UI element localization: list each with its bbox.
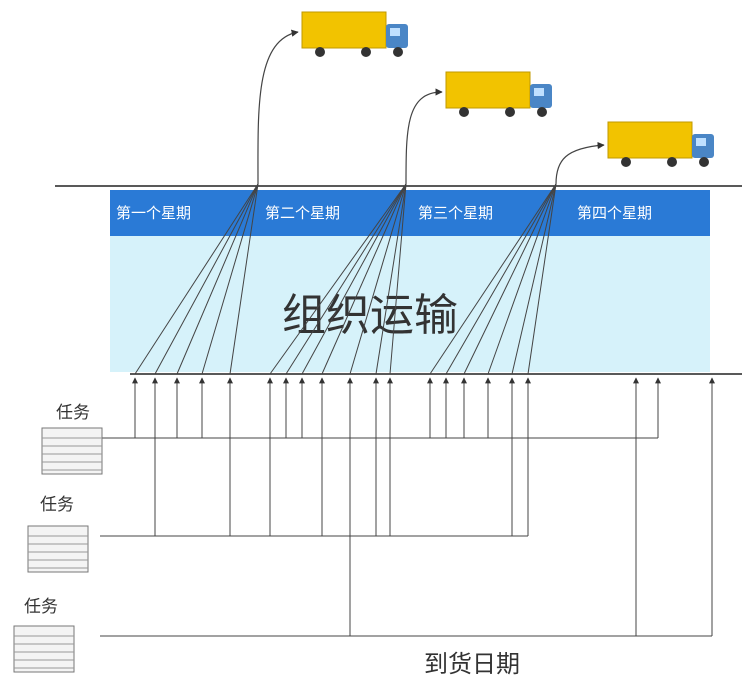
document-stack-icon: [13, 625, 75, 673]
arrival-date-label: 到货日期: [424, 650, 520, 678]
document-stack-icon: [41, 427, 103, 475]
task-arrows: [132, 377, 715, 636]
center-title: 组织运输: [282, 290, 458, 341]
task-routing-lines: [100, 437, 712, 637]
truck-icon: [445, 71, 552, 117]
document-stack-icon: [27, 525, 89, 573]
week-label-1: 第一个星期: [116, 204, 191, 222]
converging-lines: [134, 183, 557, 375]
task-label-3: 任务: [24, 597, 58, 617]
week-label-4: 第四个星期: [577, 204, 652, 222]
truck-arrows: [257, 29, 605, 185]
week-label-2: 第二个星期: [265, 204, 340, 222]
task-label-2: 任务: [40, 495, 74, 515]
truck-icon: [301, 11, 408, 57]
week-header-bar: [110, 190, 710, 236]
truck-icon: [607, 121, 714, 167]
task-label-1: 任务: [56, 403, 90, 423]
week-label-3: 第三个星期: [418, 204, 493, 222]
